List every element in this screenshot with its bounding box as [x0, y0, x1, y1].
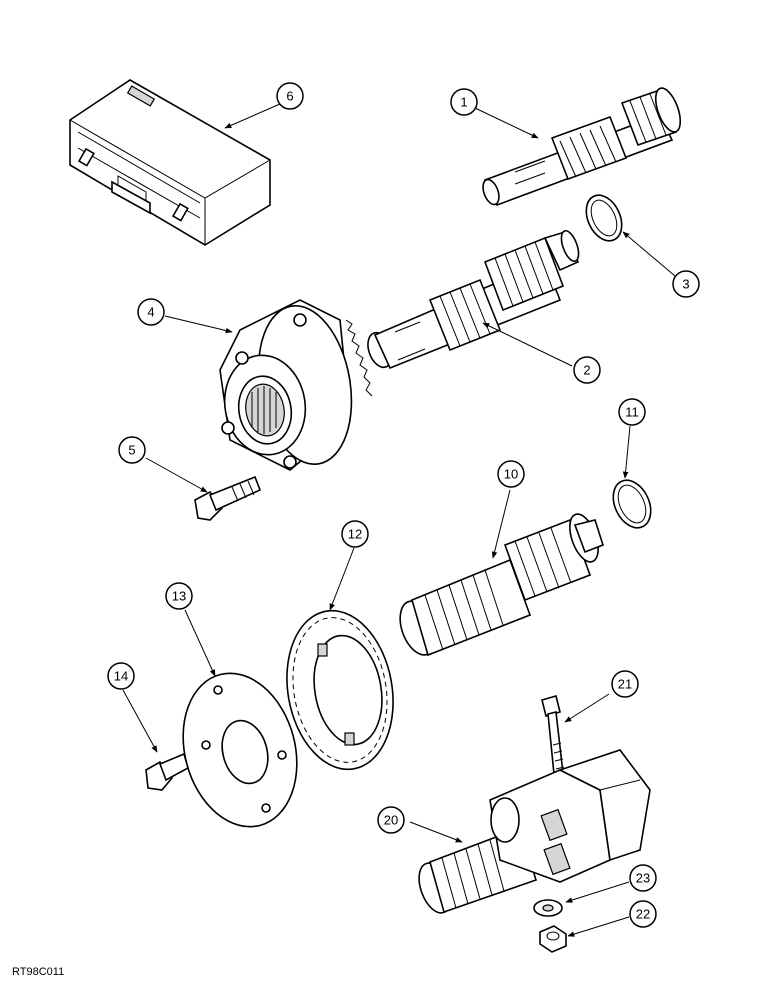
svg-text:10: 10 — [504, 467, 518, 482]
svg-text:3: 3 — [682, 277, 689, 292]
svg-text:21: 21 — [618, 677, 632, 692]
svg-text:23: 23 — [636, 871, 650, 886]
toothed-ring — [286, 609, 394, 771]
callout-12: 12 — [341, 520, 369, 548]
callout-14: 14 — [107, 662, 135, 690]
svg-text:5: 5 — [128, 443, 135, 458]
svg-text:6: 6 — [286, 89, 293, 104]
callout-2: 2 — [573, 356, 601, 384]
bolt-14 — [145, 752, 189, 791]
svg-text:4: 4 — [147, 305, 154, 320]
svg-text:12: 12 — [348, 527, 362, 542]
splined-shaft-middle — [367, 229, 580, 370]
callout-21: 21 — [611, 670, 639, 698]
callout-4: 4 — [137, 298, 165, 326]
reference-code: RT98C011 — [12, 966, 64, 978]
snap-ring-upper — [585, 194, 623, 242]
callout-23: 23 — [629, 864, 657, 892]
splined-shaft-upper — [482, 87, 682, 207]
bolt-5 — [194, 475, 262, 521]
leader-lines — [122, 103, 676, 937]
nut-22 — [539, 925, 567, 953]
svg-text:20: 20 — [384, 813, 398, 828]
flanged-housing — [219, 299, 373, 471]
svg-text:11: 11 — [625, 405, 639, 420]
bracket-shaft — [418, 749, 651, 914]
callout-22: 22 — [629, 900, 657, 928]
svg-text:2: 2 — [583, 363, 590, 378]
tool-case — [69, 79, 271, 246]
callout-1: 1 — [450, 88, 478, 116]
callout-11: 11 — [618, 398, 646, 426]
callout-10: 10 — [497, 460, 525, 488]
callout-6: 6 — [276, 82, 304, 110]
callout-13: 13 — [165, 582, 193, 610]
splined-shaft-lower — [399, 513, 604, 657]
callout-5: 5 — [118, 436, 146, 464]
snap-ring-lower — [612, 479, 652, 529]
svg-text:13: 13 — [172, 589, 186, 604]
washer-23 — [533, 899, 563, 917]
svg-text:1: 1 — [460, 95, 467, 110]
svg-text:22: 22 — [636, 907, 650, 922]
washer-plate — [182, 672, 298, 828]
callout-20: 20 — [377, 806, 405, 834]
callout-3: 3 — [672, 270, 700, 298]
svg-text:14: 14 — [114, 669, 128, 684]
